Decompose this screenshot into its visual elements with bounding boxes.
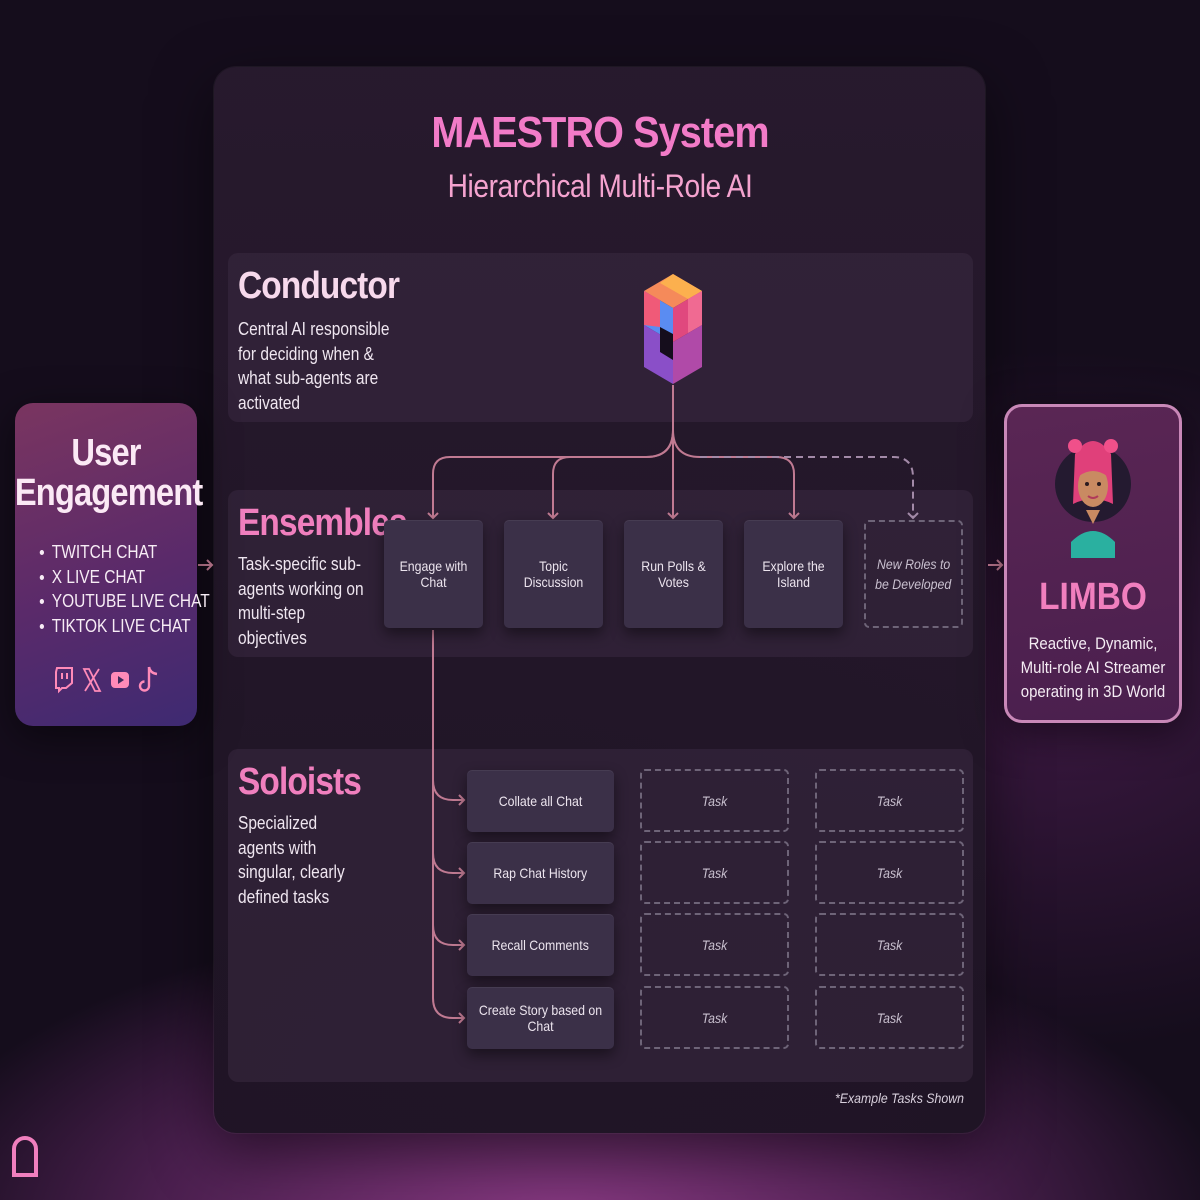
tiktok-icon xyxy=(138,666,158,692)
youtube-icon xyxy=(111,672,129,688)
system-title: MAESTRO System xyxy=(431,108,769,157)
task-placeholder: Task xyxy=(640,769,789,832)
ensemble-engage-chat: Engage with Chat xyxy=(384,520,483,628)
task-placeholder: Task xyxy=(640,913,789,976)
conductor-description: Central AI responsible for deciding when… xyxy=(238,319,390,413)
soloist-create-story: Create Story based on Chat xyxy=(467,987,614,1049)
conductor-section: Conductor Central AI responsible for dec… xyxy=(228,253,973,422)
ensemble-topic-discussion: Topic Discussion xyxy=(504,520,603,628)
maestro-hexagon-logo-icon xyxy=(644,274,702,384)
limbo-avatar xyxy=(1055,439,1131,558)
ensemble-future-roles: New Roles to be Developed xyxy=(864,520,963,628)
limbo-title: LIMBO xyxy=(1039,576,1147,618)
connector-story xyxy=(432,925,466,1024)
platform-list: TWITCH CHAT X LIVE CHAT YOUTUBE LIVE CHA… xyxy=(38,540,238,638)
ensembles-title: Ensembles xyxy=(238,502,408,544)
soloists-description: Specialized agents with singular, clearl… xyxy=(238,813,345,907)
platform-item: TIKTOK LIVE CHAT xyxy=(38,614,210,639)
soloist-rap-history: Rap Chat History xyxy=(467,842,614,904)
connector-topic xyxy=(547,429,674,520)
task-placeholder: Task xyxy=(640,986,789,1049)
platform-item: YOUTUBE LIVE CHAT xyxy=(38,589,210,614)
task-placeholder: Task xyxy=(640,841,789,904)
ensemble-run-polls: Run Polls & Votes xyxy=(624,520,723,628)
system-subtitle: Hierarchical Multi-Role AI xyxy=(447,168,753,204)
conductor-title: Conductor xyxy=(238,265,400,307)
ensembles-description: Task-specific sub-agents working on mult… xyxy=(238,554,364,648)
soloist-collate-chat: Collate all Chat xyxy=(467,770,614,832)
platform-item: X LIVE CHAT xyxy=(38,565,210,590)
ensemble-explore-island: Explore the Island xyxy=(744,520,843,628)
connector-collate xyxy=(432,630,466,806)
x-icon xyxy=(82,668,102,692)
soloist-recall-comments: Recall Comments xyxy=(467,914,614,976)
user-engagement-card xyxy=(15,403,197,726)
task-placeholder: Task xyxy=(815,913,964,976)
brand-arch-icon xyxy=(12,1136,38,1177)
example-tasks-note: *Example Tasks Shown xyxy=(835,1090,964,1106)
task-placeholder: Task xyxy=(815,769,964,832)
user-engagement-title: User Engagement xyxy=(14,432,203,514)
twitch-icon xyxy=(55,667,73,694)
connector-future-roles xyxy=(700,456,919,520)
connector-explore xyxy=(672,429,800,520)
platform-item: TWITCH CHAT xyxy=(38,540,210,565)
limbo-description: Reactive, Dynamic, Multi-role AI Streame… xyxy=(1020,634,1166,701)
task-placeholder: Task xyxy=(815,986,964,1049)
task-placeholder: Task xyxy=(815,841,964,904)
soloists-title: Soloists xyxy=(238,761,362,803)
